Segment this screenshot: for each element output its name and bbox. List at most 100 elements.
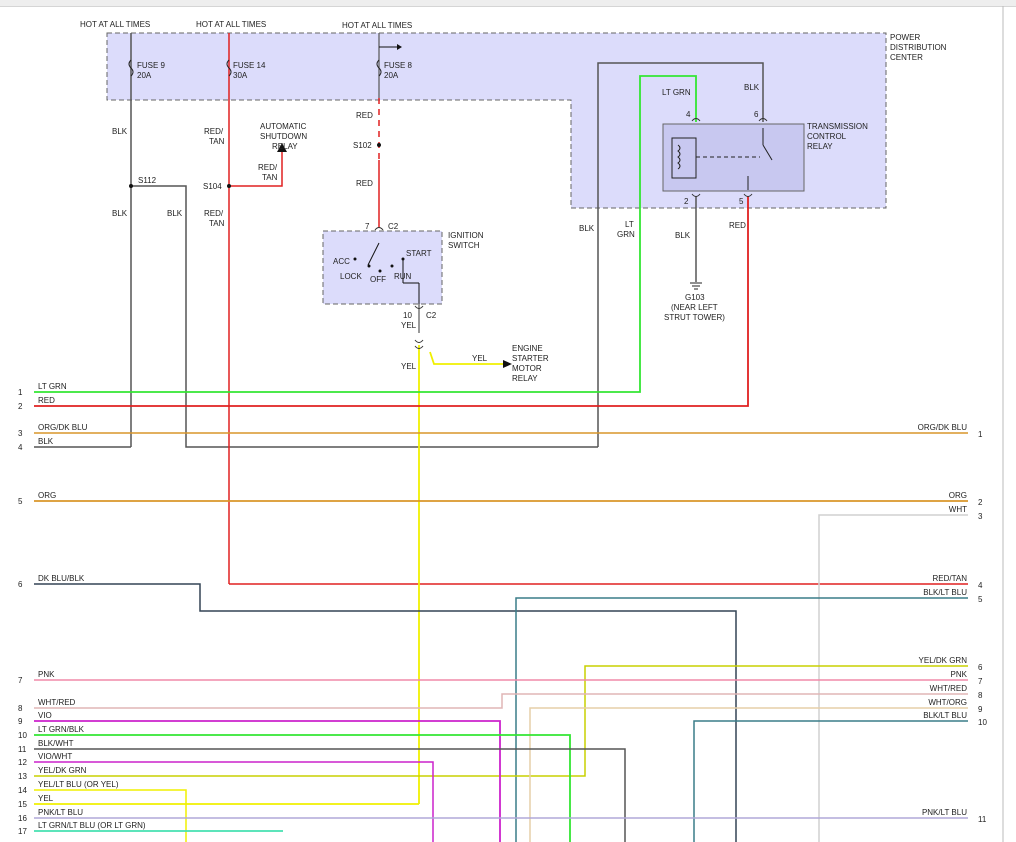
starter-label-3: MOTOR [512, 364, 542, 373]
right-pin-number: 8 [978, 691, 983, 700]
wire-label-red-c: RED [729, 221, 746, 230]
fuse9-label: FUSE 9 [137, 61, 166, 70]
wire-label-red-tan-b1: RED/ [204, 209, 224, 218]
wire-right-pin10-blk-lt-blu [693, 720, 968, 842]
pdc-label-2: DISTRIBUTION [890, 43, 947, 52]
relay-coil-icon [671, 128, 773, 190]
right-wire-label: BLK/LT BLU [923, 588, 967, 597]
fuse8-label: FUSE 8 [384, 61, 413, 70]
hot-label-2: HOT AT ALL TIMES [196, 20, 266, 29]
ignition-run: RUN [394, 272, 412, 281]
right-wire-label: RED/TAN [932, 574, 967, 583]
starter-wire: YEL [472, 354, 488, 363]
right-wire-label: WHT/RED [930, 684, 968, 693]
wire-label-blk-a: BLK [112, 127, 128, 136]
left-pin-number: 13 [18, 772, 27, 781]
ignition-start: START [406, 249, 432, 258]
right-pin-number: 5 [978, 595, 983, 604]
ignition-c2-bot: C2 [426, 311, 437, 320]
ignition-pin10: 10 [403, 311, 412, 320]
fuse14-label: FUSE 14 [233, 61, 266, 70]
fuse-icon [128, 59, 382, 77]
left-wire-label: RED [38, 396, 55, 405]
ignition-acc: ACC [333, 257, 350, 266]
tcr-pin5: 5 [739, 197, 744, 206]
splice-icon [129, 143, 381, 188]
asd-label-1: AUTOMATIC [260, 122, 307, 131]
tcr-wire4: LT GRN [662, 88, 691, 97]
left-wire-label: YEL/LT BLU (OR YEL) [38, 780, 119, 789]
ignition-label-1: IGNITION [448, 231, 484, 240]
left-pin-number: 4 [18, 443, 23, 452]
right-pin-number: 3 [978, 512, 983, 521]
tcr-pin4: 4 [686, 110, 691, 119]
left-wire-label: WHT/RED [38, 698, 76, 707]
left-wire-label: ORG/DK BLU [38, 423, 88, 432]
starter-arrow-icon [503, 360, 512, 368]
ignition-switch-contacts-icon [353, 242, 420, 304]
window-top-edge [0, 0, 1016, 7]
left-pin-number: 7 [18, 676, 23, 685]
left-pin-number: 3 [18, 429, 23, 438]
starter-label-2: STARTER [512, 354, 549, 363]
wire-label-yel-b: YEL [401, 362, 417, 371]
asd-label-3: RELAY [272, 142, 298, 151]
ignition-lock: LOCK [340, 272, 362, 281]
left-wire-label: VIO/WHT [38, 752, 72, 761]
right-wire-label: ORG [949, 491, 967, 500]
left-pin-number: 15 [18, 800, 27, 809]
left-wire-label: PNK/LT BLU [38, 808, 83, 817]
ground-label-2: STRUT TOWER) [664, 313, 725, 322]
right-wire-label: WHT/ORG [928, 698, 967, 707]
right-pin-number: 7 [978, 677, 983, 686]
wire-label-blk-d: BLK [579, 224, 595, 233]
left-pin-number: 10 [18, 731, 27, 740]
wire-pin11-blk-wht [34, 748, 626, 842]
wire-label-red-b: RED [356, 179, 373, 188]
right-wire-label: BLK/LT BLU [923, 711, 967, 720]
wire-label-s112: S112 [138, 176, 157, 185]
left-wire-label: YEL/DK GRN [38, 766, 87, 775]
wire-label-grn: GRN [617, 230, 635, 239]
left-pin-number: 6 [18, 580, 23, 589]
left-pin-number: 17 [18, 827, 27, 836]
asd-label-2: SHUTDOWN [260, 132, 307, 141]
left-pin-number: 2 [18, 402, 23, 411]
ignition-c2-top: C2 [388, 222, 399, 231]
tcr-label-2: CONTROL [807, 132, 847, 141]
right-wire-label: ORG/DK BLU [918, 423, 968, 432]
fuse8-arrow-head-icon [397, 44, 402, 50]
wire-label-red-tan-a1: RED/ [204, 127, 224, 136]
wire-label-s104: S104 [203, 182, 222, 191]
wire-label-red-a: RED [356, 111, 373, 120]
wire-right-pin6-yel-dk-grn [34, 665, 968, 777]
ground-icon [690, 282, 702, 290]
left-pin-number: 9 [18, 717, 23, 726]
wire-label-red-tan-b2: TAN [209, 219, 225, 228]
left-pin-number: 14 [18, 786, 27, 795]
fuse8-amp: 20A [384, 71, 399, 80]
fuse9-amp: 20A [137, 71, 152, 80]
hot-label-1: HOT AT ALL TIMES [80, 20, 150, 29]
fuse14-amp: 30A [233, 71, 248, 80]
pdc-label-3: CENTER [890, 53, 923, 62]
left-pin-number: 12 [18, 758, 27, 767]
wire-label-blk-e: BLK [675, 231, 691, 240]
right-wire-label: WHT [949, 505, 967, 514]
left-wire-label: LT GRN/BLK [38, 725, 85, 734]
right-pin-number: 11 [978, 815, 987, 824]
wire-pin14-yel-lt-blu [34, 789, 187, 842]
wire-relay-lt-grn [34, 75, 697, 393]
starter-label-1: ENGINE [512, 344, 543, 353]
left-wire-label: YEL [38, 794, 54, 803]
wire-pin9-vio [34, 720, 501, 842]
wire-label-s102: S102 [353, 141, 372, 150]
wire-pin8-wht-red [34, 693, 968, 709]
left-wire-label: LT GRN/LT BLU (OR LT GRN) [38, 821, 146, 830]
ignition-switch-box [322, 230, 443, 305]
right-pin-number: 1 [978, 430, 983, 439]
ignition-pin7: 7 [365, 222, 370, 231]
ground-label-1: (NEAR LEFT [671, 303, 718, 312]
left-pin-number: 16 [18, 814, 27, 823]
wire-pin12-vio-wht [34, 761, 434, 842]
